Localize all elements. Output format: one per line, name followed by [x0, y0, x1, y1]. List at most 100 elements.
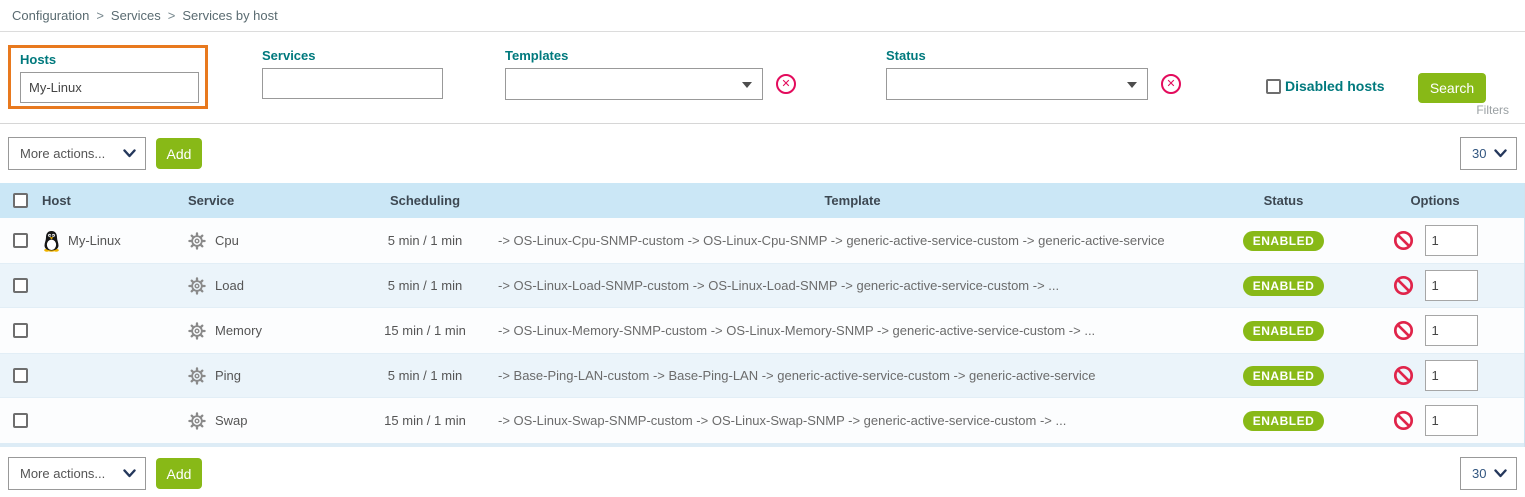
chevron-down-icon: [1494, 469, 1507, 478]
scheduling-value: 5 min / 1 min: [387, 278, 463, 293]
more-actions-select-top[interactable]: More actions...: [8, 137, 146, 170]
top-toolbar: More actions... Add 30: [0, 124, 1525, 183]
header-options: Options: [1410, 193, 1460, 208]
page-size-select-bottom[interactable]: 30: [1460, 457, 1517, 490]
header-template: Template: [824, 193, 881, 208]
service-name[interactable]: Memory: [215, 323, 262, 338]
gear-icon[interactable]: [188, 366, 206, 385]
table-row: Ping 5 min / 1 min -> Base-Ping-LAN-cust…: [0, 353, 1524, 398]
table-row: Memory 15 min / 1 min -> OS-Linux-Memory…: [0, 308, 1524, 353]
breadcrumb-services[interactable]: Services: [110, 8, 161, 23]
chevron-down-icon: [742, 82, 752, 88]
more-actions-label: More actions...: [20, 146, 106, 161]
hosts-label: Hosts: [20, 52, 57, 67]
header-scheduling: Scheduling: [389, 193, 461, 208]
table-row: Swap 15 min / 1 min -> OS-Linux-Swap-SNM…: [0, 398, 1524, 443]
template-chain: -> OS-Linux-Swap-SNMP-custom -> OS-Linux…: [498, 413, 1067, 428]
row-checkbox[interactable]: [13, 233, 28, 248]
breadcrumb-separator: >: [96, 8, 104, 23]
template-chain: -> OS-Linux-Load-SNMP-custom -> OS-Linux…: [498, 278, 1060, 293]
add-button-bottom[interactable]: Add: [156, 458, 202, 489]
filter-panel: Hosts Services Templates ✕ Status ✕ Disa…: [0, 32, 1525, 124]
gear-icon[interactable]: [188, 321, 206, 340]
breadcrumb-configuration[interactable]: Configuration: [12, 8, 90, 23]
breadcrumb-separator: >: [167, 8, 176, 23]
select-all-checkbox[interactable]: [13, 193, 28, 208]
header-host: Host: [42, 193, 71, 208]
services-input[interactable]: [262, 68, 443, 99]
header-service: Service: [188, 193, 235, 208]
status-select[interactable]: [886, 68, 1148, 100]
hosts-filter-group-highlighted: Hosts: [8, 45, 208, 109]
status-filter-group: Status ✕: [886, 48, 1181, 100]
add-button-top[interactable]: Add: [156, 138, 202, 169]
status-label: Status: [886, 48, 926, 63]
host-name[interactable]: My-Linux: [68, 233, 121, 248]
row-checkbox[interactable]: [13, 323, 28, 338]
status-badge[interactable]: ENABLED: [1242, 365, 1325, 386]
more-actions-label: More actions...: [20, 466, 106, 481]
chevron-down-icon: [123, 469, 136, 478]
status-badge[interactable]: ENABLED: [1242, 230, 1325, 251]
clear-status-icon[interactable]: ✕: [1161, 74, 1181, 94]
options-count-input[interactable]: [1424, 360, 1478, 391]
page-size-select-top[interactable]: 30: [1460, 137, 1517, 170]
scheduling-value: 5 min / 1 min: [387, 233, 463, 248]
status-badge[interactable]: ENABLED: [1242, 275, 1325, 296]
no-entry-icon[interactable]: [1393, 275, 1414, 296]
row-checkbox[interactable]: [13, 368, 28, 383]
no-entry-icon[interactable]: [1393, 320, 1414, 341]
templates-filter-group: Templates ✕: [505, 48, 796, 100]
clear-templates-icon[interactable]: ✕: [776, 74, 796, 94]
templates-label: Templates: [505, 48, 569, 63]
scheduling-value: 15 min / 1 min: [384, 323, 466, 338]
services-label: Services: [262, 48, 316, 63]
chevron-down-icon: [123, 149, 136, 158]
more-actions-select-bottom[interactable]: More actions...: [8, 457, 146, 490]
hosts-input[interactable]: [20, 72, 199, 103]
gear-icon[interactable]: [188, 276, 206, 295]
table-bottom-divider: [0, 443, 1524, 447]
gear-icon[interactable]: [188, 231, 206, 250]
row-checkbox[interactable]: [13, 413, 28, 428]
table-row: My-Linux Cpu 5 min / 1 min -> OS-Linux-C…: [0, 218, 1524, 263]
chevron-down-icon: [1494, 149, 1507, 158]
table-header-row: Host Service Scheduling Template Status …: [0, 183, 1524, 218]
scheduling-value: 15 min / 1 min: [384, 413, 466, 428]
disabled-hosts-checkbox[interactable]: [1266, 78, 1281, 94]
template-chain: -> OS-Linux-Cpu-SNMP-custom -> OS-Linux-…: [498, 233, 1165, 248]
filters-caption: Filters: [1476, 103, 1509, 117]
bottom-toolbar: More actions... Add 30: [0, 447, 1525, 495]
service-name[interactable]: Ping: [215, 368, 242, 383]
services-table: Host Service Scheduling Template Status …: [0, 183, 1525, 447]
chevron-down-icon: [1127, 82, 1137, 88]
disabled-hosts-group: Disabled hosts: [1266, 78, 1385, 94]
service-name[interactable]: Swap: [215, 413, 248, 428]
disabled-hosts-label: Disabled hosts: [1285, 78, 1385, 94]
scheduling-value: 5 min / 1 min: [387, 368, 463, 383]
page-size-value: 30: [1472, 466, 1487, 481]
table-row: Load 5 min / 1 min -> OS-Linux-Load-SNMP…: [0, 263, 1524, 308]
header-status: Status: [1263, 193, 1304, 208]
options-count-input[interactable]: [1424, 225, 1478, 256]
no-entry-icon[interactable]: [1393, 365, 1414, 386]
template-chain: -> Base-Ping-LAN-custom -> Base-Ping-LAN…: [498, 368, 1096, 383]
no-entry-icon[interactable]: [1393, 230, 1414, 251]
row-checkbox[interactable]: [13, 278, 28, 293]
options-count-input[interactable]: [1424, 270, 1478, 301]
status-badge[interactable]: ENABLED: [1242, 410, 1325, 431]
page-size-value: 30: [1472, 146, 1487, 161]
gear-icon[interactable]: [188, 411, 206, 430]
search-button[interactable]: Search: [1418, 73, 1486, 103]
status-badge[interactable]: ENABLED: [1242, 320, 1325, 341]
service-name[interactable]: Cpu: [215, 233, 239, 248]
options-count-input[interactable]: [1424, 405, 1478, 436]
breadcrumb-services-by-host[interactable]: Services by host: [182, 8, 278, 23]
service-name[interactable]: Load: [215, 278, 244, 293]
template-chain: -> OS-Linux-Memory-SNMP-custom -> OS-Lin…: [498, 323, 1096, 338]
services-filter-group: Services: [262, 48, 443, 99]
no-entry-icon[interactable]: [1393, 410, 1414, 431]
templates-select[interactable]: [505, 68, 763, 100]
breadcrumb: Configuration > Services > Services by h…: [0, 0, 1525, 32]
options-count-input[interactable]: [1424, 315, 1478, 346]
